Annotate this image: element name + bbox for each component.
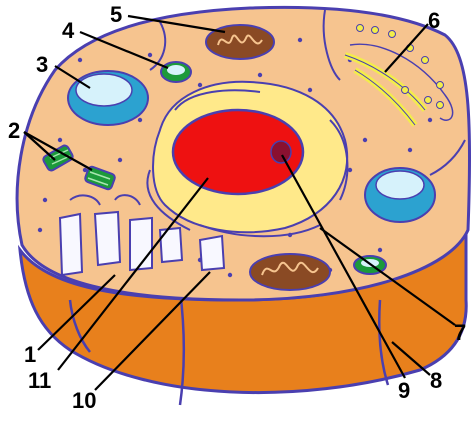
label-2: 2 bbox=[8, 118, 20, 143]
label-4: 4 bbox=[62, 18, 75, 43]
label-5: 5 bbox=[110, 2, 122, 27]
label-11: 11 bbox=[28, 368, 51, 393]
label-1: 1 bbox=[24, 342, 36, 367]
label-9: 9 bbox=[398, 378, 410, 403]
label-6: 6 bbox=[428, 8, 440, 33]
nucleolus bbox=[271, 141, 291, 163]
label-8: 8 bbox=[430, 368, 442, 393]
lysosome bbox=[161, 62, 191, 82]
label-7: 7 bbox=[454, 320, 466, 345]
vacuole-right bbox=[365, 168, 435, 222]
mitochondrion-bottom bbox=[250, 254, 330, 290]
vacuole-left bbox=[68, 71, 148, 125]
label-10: 10 bbox=[72, 388, 96, 413]
label-3: 3 bbox=[36, 52, 48, 77]
